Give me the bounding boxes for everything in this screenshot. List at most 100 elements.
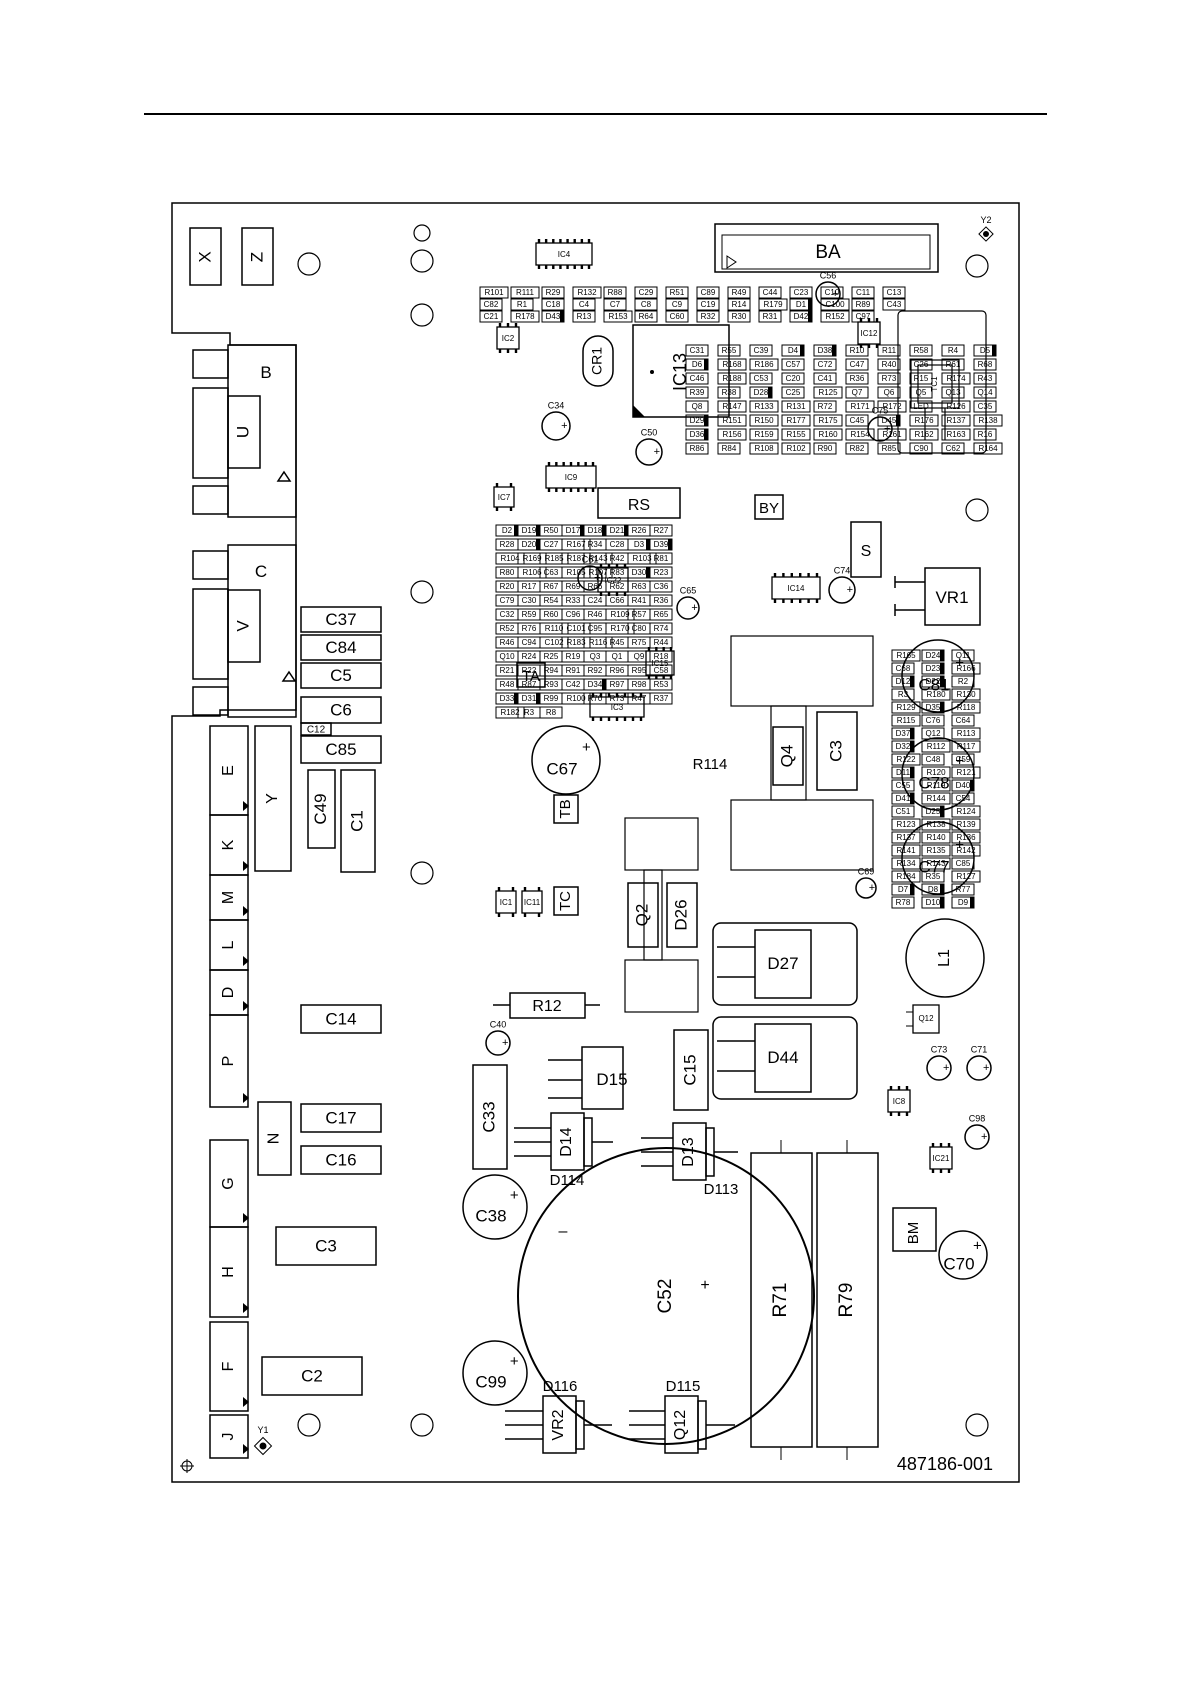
smd-r46-64: R46 — [495, 636, 519, 649]
smd-r18-79-label: R18 — [654, 652, 669, 661]
connector-k-label: K — [220, 839, 237, 850]
smd-q14-39-label: Q14 — [977, 388, 993, 397]
smd-r162-67-label: R162 — [914, 430, 934, 439]
smd-r183-67-label: R183 — [566, 638, 586, 647]
smd-d40-32: D40 — [951, 779, 975, 792]
smd-d24-1-label: D24 — [926, 651, 941, 660]
svg-text:D115: D115 — [666, 1378, 701, 1395]
smd-r106-25-label: R106 — [522, 568, 542, 577]
smd-d33-96: D33 — [495, 692, 519, 705]
svg-text:CR1: CR1 — [589, 347, 605, 375]
crystal-cr1: CR1 — [582, 335, 614, 387]
cap-c37: C37 — [300, 606, 382, 633]
smd-r113-20-label: R113 — [957, 729, 976, 738]
smd-c35-49: C35 — [973, 400, 997, 413]
connector-m-label: M — [220, 891, 237, 904]
connector-f-label: F — [220, 1361, 237, 1371]
smd-r153-32-label: R153 — [608, 312, 628, 321]
connector-e: E — [209, 725, 249, 816]
connector-p-label: P — [220, 1056, 237, 1067]
smd-c90-77: C90 — [909, 442, 933, 455]
smd-r2-8: R2 — [951, 675, 975, 688]
smd-r35-52-label: R35 — [926, 872, 941, 881]
cap-c6: C6 — [300, 696, 382, 724]
smd-r48-88-label: R48 — [500, 680, 515, 689]
smd-c95-60: C95 — [583, 622, 607, 635]
smd-r41-46: R41 — [627, 594, 651, 607]
connector-b: B U — [192, 344, 297, 518]
smd-d21-5-label: D21 — [610, 526, 625, 535]
cap-c16: C16 — [300, 1145, 382, 1175]
cap-c12: C12 — [300, 722, 332, 736]
smd-r59-49-label: R59 — [522, 610, 537, 619]
smd-r85-76-label: R85 — [882, 444, 897, 453]
smd-c53-22-label: C53 — [754, 374, 769, 383]
cap-c71: C71+ — [966, 1044, 992, 1081]
smd-r179-23-label: R179 — [763, 300, 783, 309]
smd-r127-53-label: R127 — [956, 872, 976, 881]
smd-c19-21-label: C19 — [701, 300, 716, 309]
smd-r50-2-label: R50 — [544, 526, 559, 535]
smd-d28-32-label: D28 — [754, 388, 769, 397]
part-number: 487186-001 — [897, 1454, 993, 1474]
cap-c65-label: C65 — [680, 585, 697, 595]
smd-r91-83-label: R91 — [566, 666, 581, 675]
smd-r94-82: R94 — [539, 664, 563, 677]
smd-q10-72: Q10 — [495, 650, 519, 663]
smd-q7-35: Q7 — [845, 386, 869, 399]
smd-r33-43: R33 — [561, 594, 585, 607]
smd-r177-53-label: R177 — [786, 416, 806, 425]
smd-d20-9-label: D20 — [522, 540, 537, 549]
ic-ic1-label: IC1 — [500, 898, 513, 907]
smd-c43-27-label: C43 — [887, 300, 902, 309]
smd-r36-25: R36 — [845, 372, 869, 385]
connector-p: P — [209, 1014, 249, 1108]
smd-r54-42-label: R54 — [544, 596, 559, 605]
smd-r164-79-label: R164 — [978, 444, 998, 453]
diode-d14: D14 D114 — [514, 1112, 613, 1189]
smd-d20-9: D20 — [517, 538, 541, 551]
connector-g: G — [209, 1139, 249, 1228]
smd-r74-63: R74 — [649, 622, 673, 635]
smd-r143-20: R143 — [583, 552, 613, 565]
resistor-r79: R79 — [816, 1140, 879, 1460]
ic-ic14: IC14 — [771, 573, 821, 603]
smd-r125-34: R125 — [813, 386, 843, 399]
smd-d21-5: D21 — [605, 524, 629, 537]
smd-r174-28: R174 — [941, 372, 971, 385]
smd-r34-12: R34 — [583, 538, 607, 551]
smd-r73-101-label: R73 — [610, 694, 625, 703]
cap-c56-plus: + — [832, 288, 838, 300]
cap-c40: C40+ — [485, 1019, 511, 1056]
smd-r108-72: R108 — [749, 442, 779, 455]
cap-c49: C49 — [307, 769, 336, 849]
component-bm: BM — [892, 1207, 937, 1252]
svg-text:R71: R71 — [770, 1283, 791, 1318]
smd-d30-30: D30 — [627, 566, 651, 579]
ic-ic3-label: IC3 — [611, 703, 624, 712]
origin-crosshair-icon — [180, 1459, 194, 1473]
smd-r62-37: R62 — [605, 580, 629, 593]
cap-c5: C5 — [300, 662, 382, 689]
cap-c70-plus: + — [973, 1238, 982, 1255]
smd-r98-94-label: R98 — [632, 680, 647, 689]
smd-d6-10: D6 — [685, 358, 709, 371]
smd-d34-92: D34 — [583, 678, 607, 691]
smd-r150-52: R150 — [749, 414, 779, 427]
smd-r186-12: R186 — [749, 358, 779, 371]
smd-r54-42: R54 — [539, 594, 563, 607]
smd-c72-14-label: C72 — [818, 360, 833, 369]
smd-d36-60-label: D36 — [690, 430, 705, 439]
smd-c41-24-label: C41 — [818, 374, 833, 383]
svg-text:D13: D13 — [680, 1137, 697, 1166]
smd-c7-18-label: C7 — [610, 300, 621, 309]
smd-c85-50-label: C85 — [956, 859, 971, 868]
smd-r47-102: R47 — [627, 692, 651, 705]
cap-c56-label: C56 — [820, 270, 837, 280]
smd-r14-22: R14 — [727, 298, 751, 311]
smd-d28-32: D28 — [749, 386, 773, 399]
smd-c35-49-label: C35 — [978, 402, 993, 411]
smd-r40-16-label: R40 — [882, 360, 897, 369]
smd-r121-29: R121 — [951, 766, 981, 779]
smd-c96-51-label: C96 — [566, 610, 581, 619]
